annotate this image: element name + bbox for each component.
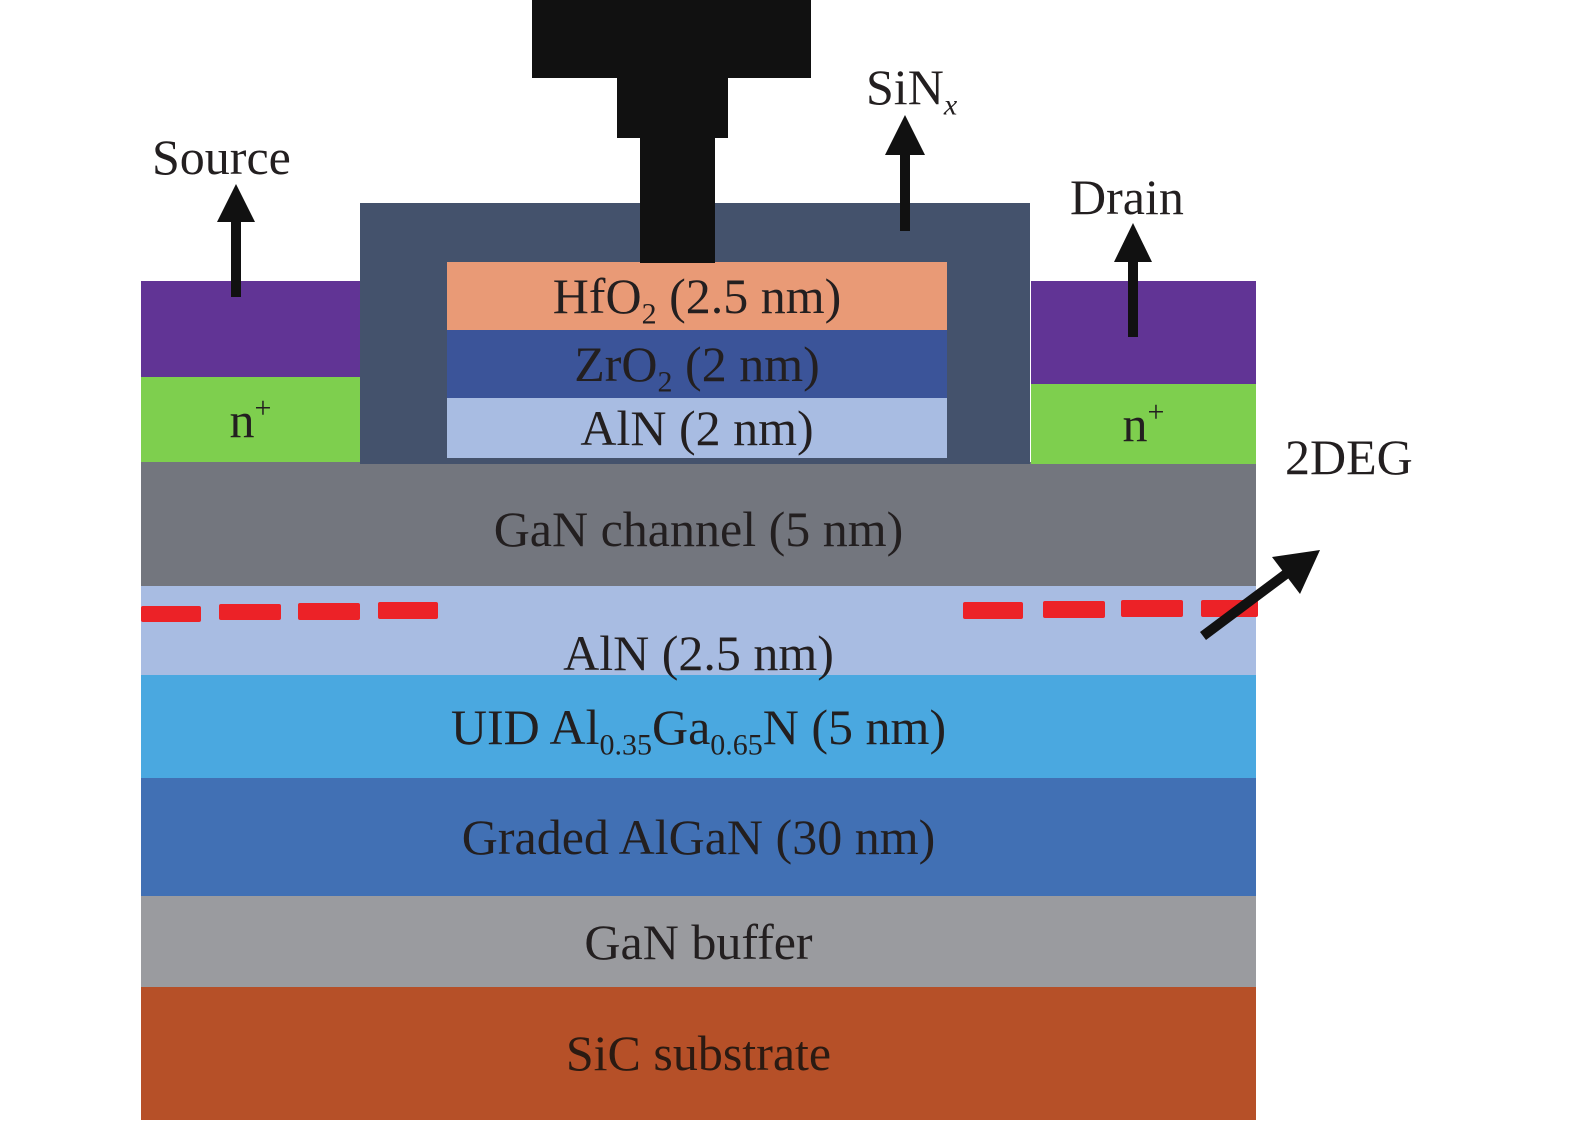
hfo2-layer: HfO2 (2.5 nm) [447, 262, 947, 330]
sinx-base: SiN [866, 59, 944, 115]
twodeg-label: 2DEG [1285, 429, 1413, 485]
n-sup: + [254, 391, 272, 424]
n-plus-left: n+ [141, 377, 360, 462]
twodeg-dash [378, 602, 438, 619]
gan-buffer-layer: GaN buffer [141, 896, 1256, 987]
gan-channel-label: GaN channel (5 nm) [493, 501, 904, 557]
twodeg-dash [963, 602, 1023, 619]
twodeg-dashed-line [141, 600, 1258, 622]
twodeg-dash [1121, 600, 1183, 617]
hfo2-sub: 2 [641, 297, 657, 331]
source-label: Source [152, 129, 291, 185]
aln-gate-label: AlN (2 nm) [580, 400, 814, 456]
twodeg-arrow-icon [1200, 550, 1320, 641]
t-gate-metal [532, 0, 811, 263]
drain-contact [1031, 281, 1256, 384]
n-plus-left-label: n+ [229, 391, 272, 448]
hfo2-label: HfO2 (2.5 nm) [552, 268, 842, 329]
zro2-layer: ZrO2 (2 nm) [447, 330, 947, 398]
gan-channel-layer: GaN channel (5 nm) [141, 462, 1256, 586]
uid-algan-label: UID Al0.35Ga0.65N (5 nm) [450, 698, 947, 760]
sinx-sub: x [943, 88, 958, 122]
sinx-arrow-icon [885, 115, 925, 231]
sinx-label: SiNx [866, 59, 957, 120]
sic-substrate-label: SiC substrate [565, 1025, 832, 1081]
graded-algan-label: Graded AlGaN (30 nm) [461, 809, 936, 865]
aln-gate-layer: AlN (2 nm) [447, 398, 947, 458]
uid-mid: Ga [651, 698, 711, 755]
drain-arrow-icon [1114, 223, 1152, 337]
zro2-label: ZrO2 (2 nm) [574, 336, 820, 397]
n-plus-right-label: n+ [1122, 395, 1165, 452]
gan-buffer-label: GaN buffer [584, 913, 813, 970]
drain-label: Drain [1070, 169, 1184, 225]
uid-suffix: N (5 nm) [762, 698, 947, 755]
n-base: n [229, 391, 255, 448]
source-arrow-icon [217, 184, 255, 297]
hfo2-suffix: (2.5 nm) [656, 268, 842, 324]
twodeg-dash [298, 603, 360, 620]
twodeg-dash [1043, 601, 1105, 618]
zro2-prefix: ZrO [574, 336, 658, 392]
twodeg-dash [141, 606, 201, 622]
n-plus-right: n+ [1031, 384, 1256, 464]
twodeg-dash [219, 604, 281, 620]
zro2-suffix: (2 nm) [672, 336, 820, 392]
uid-algan-layer: UID Al0.35Ga0.65N (5 nm) [141, 675, 1256, 778]
n-sup: + [1147, 395, 1165, 429]
al-fraction: 0.35 [599, 728, 652, 761]
hfo2-prefix: HfO [552, 268, 642, 324]
ga-fraction: 0.65 [710, 728, 763, 761]
zro2-sub: 2 [657, 365, 673, 399]
uid-prefix: UID Al [450, 698, 600, 755]
graded-algan-layer: Graded AlGaN (30 nm) [141, 778, 1256, 896]
n-base: n [1122, 396, 1148, 452]
aln-barrier-label: AlN (2.5 nm) [563, 625, 834, 681]
sic-substrate-layer: SiC substrate [141, 986, 1256, 1120]
source-contact [141, 281, 360, 377]
aln-barrier-layer: AlN (2.5 nm) [141, 586, 1256, 681]
